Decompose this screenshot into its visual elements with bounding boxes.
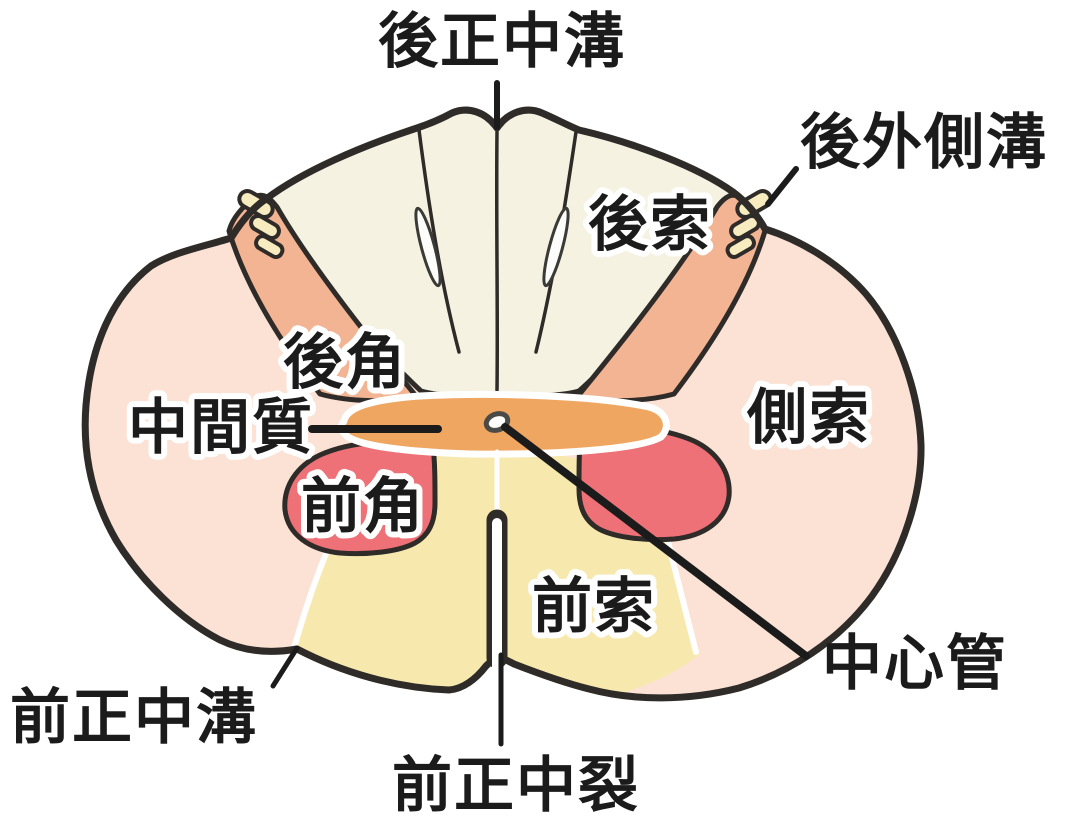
label-lateral-funiculus: 側索 (746, 383, 871, 453)
label-intermediate-zone: 中間質 (128, 393, 314, 463)
label-posterolateral-sulcus: 後外側溝 (800, 108, 1048, 178)
label-anterior-funiculus: 前索 (532, 572, 656, 642)
fan-partition-left-line (417, 128, 461, 354)
gap-right-anterolateral (663, 531, 699, 655)
fan-slit-left (414, 206, 442, 288)
label-anterior-median-fissure: 前正中裂 (392, 751, 640, 820)
label-posterior-funiculus: 後索 (588, 190, 712, 260)
gap-left-anterolateral (290, 543, 332, 655)
label-posterior-horn: 後角 (283, 328, 407, 398)
label-central-canal: 中心管 (822, 629, 1008, 699)
label-anterior-median-sulcus: 前正中溝 (10, 683, 258, 753)
fan-slit-right (542, 206, 570, 288)
rootlet-wedges-right (725, 189, 773, 259)
pointer-posterolateral-sulcus (765, 166, 799, 207)
label-anterior-horn: 前角 (301, 472, 425, 542)
pointer-central-canal (501, 423, 810, 660)
label-posterior-median-sulcus: 後正中溝 (378, 7, 626, 77)
posterior-median-septum-line (494, 130, 500, 392)
pointer-anterior-median-sulcus (270, 645, 300, 689)
